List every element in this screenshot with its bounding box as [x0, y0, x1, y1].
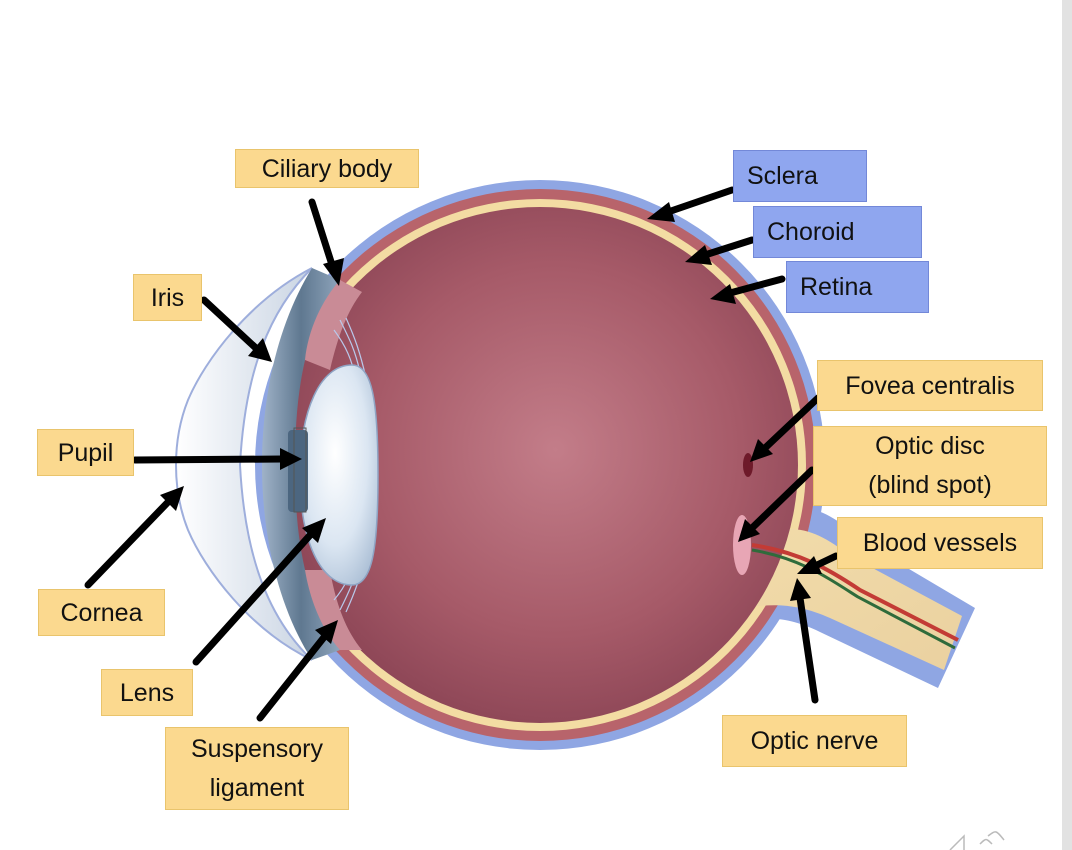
label-retina: Retina: [786, 261, 929, 313]
label-fovea-centralis: Fovea centralis: [817, 360, 1043, 411]
label-sclera: Sclera: [733, 150, 867, 202]
pupil-bracket: [293, 427, 307, 513]
label-choroid: Choroid: [753, 206, 922, 258]
label-suspensory-line1: Suspensory: [190, 734, 324, 763]
optic-nerve: [728, 528, 962, 670]
pupil: [288, 430, 308, 512]
scrollbar[interactable]: [1062, 0, 1072, 850]
label-lens: Lens: [101, 669, 193, 716]
label-optic-disc-line2: (blind spot): [868, 471, 992, 499]
arrows: [84, 186, 840, 722]
cornea: [175, 267, 313, 661]
ciliary-body: [305, 280, 362, 370]
vitreous-body: [282, 207, 798, 723]
ciliary-body-lower: [305, 570, 362, 650]
label-optic-nerve: Optic nerve: [722, 715, 907, 767]
label-ciliary-body: Ciliary body: [235, 149, 419, 188]
slide-audio-icon[interactable]: [940, 826, 1020, 850]
fovea-centralis: [743, 453, 753, 477]
label-iris: Iris: [133, 274, 202, 321]
label-cornea: Cornea: [38, 589, 165, 636]
label-suspensory-line2: ligament: [209, 773, 305, 802]
label-optic-disc-line1: Optic disc: [875, 432, 985, 460]
label-pupil: Pupil: [37, 429, 134, 476]
label-blood-vessels: Blood vessels: [837, 517, 1043, 569]
label-optic-disc: Optic disc (blind spot): [813, 426, 1047, 506]
label-suspensory-ligament: Suspensory ligament: [165, 727, 349, 810]
